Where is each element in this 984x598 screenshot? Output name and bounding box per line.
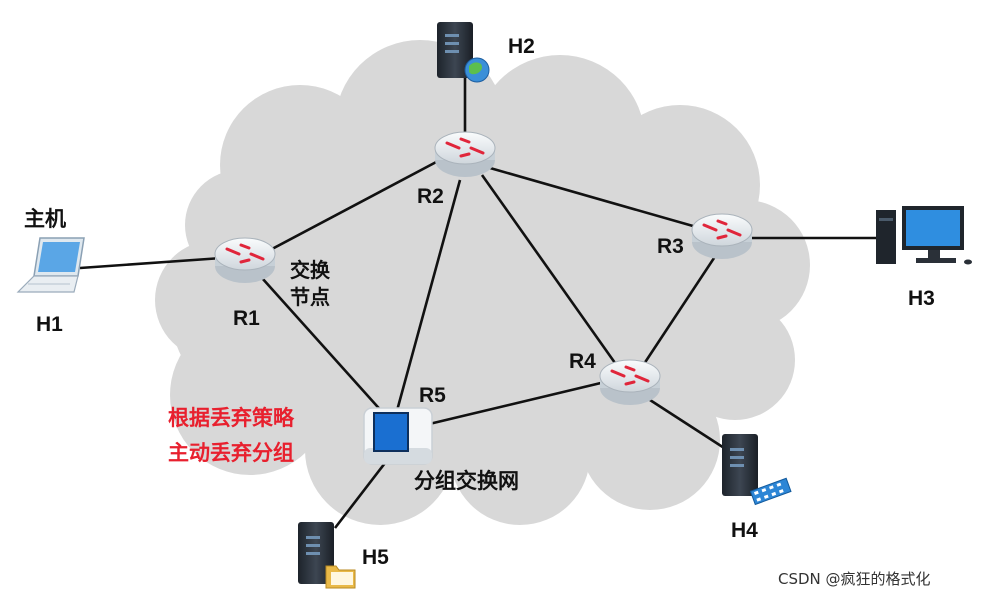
h5-label: H5 xyxy=(362,546,389,569)
link-r4-h4 xyxy=(649,398,736,457)
link-r1-r2 xyxy=(254,158,441,260)
link-r2-r4 xyxy=(480,174,622,371)
watermark: CSDN @疯狂的格式化 xyxy=(778,570,931,588)
r5-label: R5 xyxy=(419,384,446,407)
router-r1-icon xyxy=(214,237,276,283)
router-r3-icon xyxy=(691,213,753,259)
link-h1-r1 xyxy=(79,256,223,270)
h4-label: H4 xyxy=(731,519,758,542)
switch-node-label-line1: 交换 xyxy=(290,258,331,282)
router-r2-icon xyxy=(434,131,496,177)
drop-policy-label-line2: 主动丢弃分组 xyxy=(168,441,294,465)
network-name-label: 分组交换网 xyxy=(414,469,519,493)
desktop-computer-h3-icon xyxy=(876,206,972,265)
dropped-packet xyxy=(373,412,409,452)
server-h4-icon xyxy=(722,434,792,506)
link-r1-r5 xyxy=(261,277,386,416)
r4-label: R4 xyxy=(569,350,596,373)
server-h5-icon xyxy=(298,522,356,589)
router-r4-icon xyxy=(599,359,661,405)
link-r5-r4 xyxy=(424,380,606,427)
link-r2-r3 xyxy=(489,166,701,230)
h3-label: H3 xyxy=(908,287,935,310)
r3-label: R3 xyxy=(657,235,684,258)
links xyxy=(79,75,880,529)
laptop-icon xyxy=(16,237,85,293)
link-r3-r4 xyxy=(638,251,720,371)
r1-label: R1 xyxy=(233,307,260,330)
server-h2-icon xyxy=(437,22,490,83)
drop-policy-label-line1: 根据丢弃策略 xyxy=(168,406,295,430)
h1-caption: 主机 xyxy=(24,207,66,231)
switch-node-label-line2: 节点 xyxy=(290,285,330,309)
r2-label: R2 xyxy=(417,185,444,208)
h1-label: H1 xyxy=(36,313,63,336)
link-r2-r5 xyxy=(393,179,462,419)
h2-label: H2 xyxy=(508,35,535,58)
